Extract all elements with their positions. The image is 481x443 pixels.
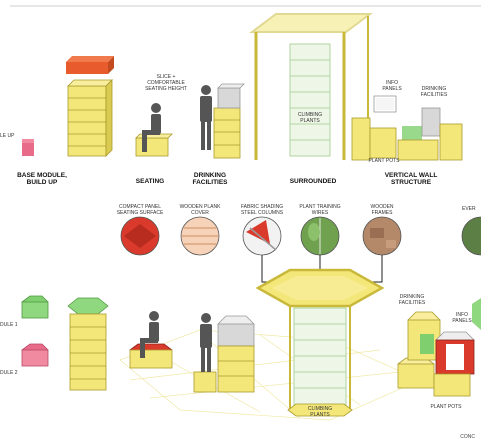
plant-pots-label-bottom: PLANT POTS bbox=[430, 404, 462, 410]
left-edge-label: LE UP bbox=[0, 133, 15, 139]
vertical-wall-structure-icon bbox=[351, 95, 463, 161]
floor-grid bbox=[119, 329, 421, 421]
standing-person-icon-bottom bbox=[200, 313, 212, 372]
hex-pergola-structure-icon bbox=[255, 268, 385, 417]
seated-person-icon bbox=[142, 103, 161, 152]
drinking-module-icon bbox=[213, 83, 245, 159]
material-label-fabric-shading: FABRIC SHADING STEEL COLUMNS bbox=[240, 204, 284, 216]
climbing-plants-label-bottom: CLIMBING PLANTS bbox=[307, 406, 333, 418]
material-label-evergreen: EVER bbox=[462, 206, 476, 212]
hex-module-stack-icon bbox=[67, 297, 109, 391]
surrounded-caption: SURROUNDED bbox=[289, 178, 337, 185]
drinking-facilities-label-bottom: DRINKING FACILITIES bbox=[398, 294, 426, 306]
material-swatch-evergreen bbox=[461, 216, 481, 256]
vertical-wall-caption: VERTICAL WALL STRUCTURE bbox=[384, 172, 438, 186]
hex-cluster-wall-icon bbox=[397, 298, 481, 397]
material-label-plant-wires: PLANT TRAINING WIRES bbox=[299, 204, 341, 216]
info-panels-label-top: INFO PANELS bbox=[382, 80, 402, 92]
module-1-hex-icon bbox=[21, 295, 49, 319]
info-panels-label-bottom: INFO PANELS bbox=[452, 312, 472, 324]
seating-module-icon bbox=[135, 133, 173, 157]
left-edge-module-icon bbox=[22, 139, 34, 156]
material-swatch-plant-wires bbox=[300, 216, 340, 256]
hex-drinking-tower-icon bbox=[193, 315, 255, 393]
material-swatch-wooden-frames bbox=[362, 216, 402, 256]
material-swatch-red-panel bbox=[120, 216, 160, 256]
corner-text: CONC bbox=[460, 434, 475, 440]
plant-pots-label-top: PLANT POTS bbox=[368, 158, 400, 164]
material-label-compact-panel: COMPACT PANEL SEATING SURFACE bbox=[116, 204, 164, 216]
module-1-label: DULE 1 bbox=[0, 322, 18, 328]
drinking-caption: DRINKING FACILITIES bbox=[192, 172, 228, 186]
material-swatch-fabric-shading bbox=[242, 216, 282, 256]
seating-note: SLICE + COMFORTABLE SEATING HEIGHT bbox=[145, 74, 187, 92]
material-swatch-wood-plank bbox=[180, 216, 220, 256]
base-module-stack-icon bbox=[66, 56, 114, 157]
hex-seating-module-icon bbox=[129, 343, 173, 369]
standing-person-icon bbox=[200, 85, 212, 150]
drinking-note-top: DRINKING FACILITIES bbox=[420, 86, 448, 98]
material-label-wood-plank: WOODEN PLANK COVER bbox=[179, 204, 221, 216]
seated-person-icon-bottom bbox=[140, 311, 159, 358]
material-label-wooden-frames: WOODEN FRAMES bbox=[370, 204, 394, 216]
base-module-caption: BASE MODULE, BUILD UP bbox=[17, 172, 67, 186]
surrounded-note: CLIMBING PLANTS bbox=[297, 112, 323, 124]
seating-caption: SEATING bbox=[135, 178, 165, 185]
module-2-hex-icon bbox=[21, 343, 49, 367]
module-2-label: DULE 2 bbox=[0, 370, 18, 376]
